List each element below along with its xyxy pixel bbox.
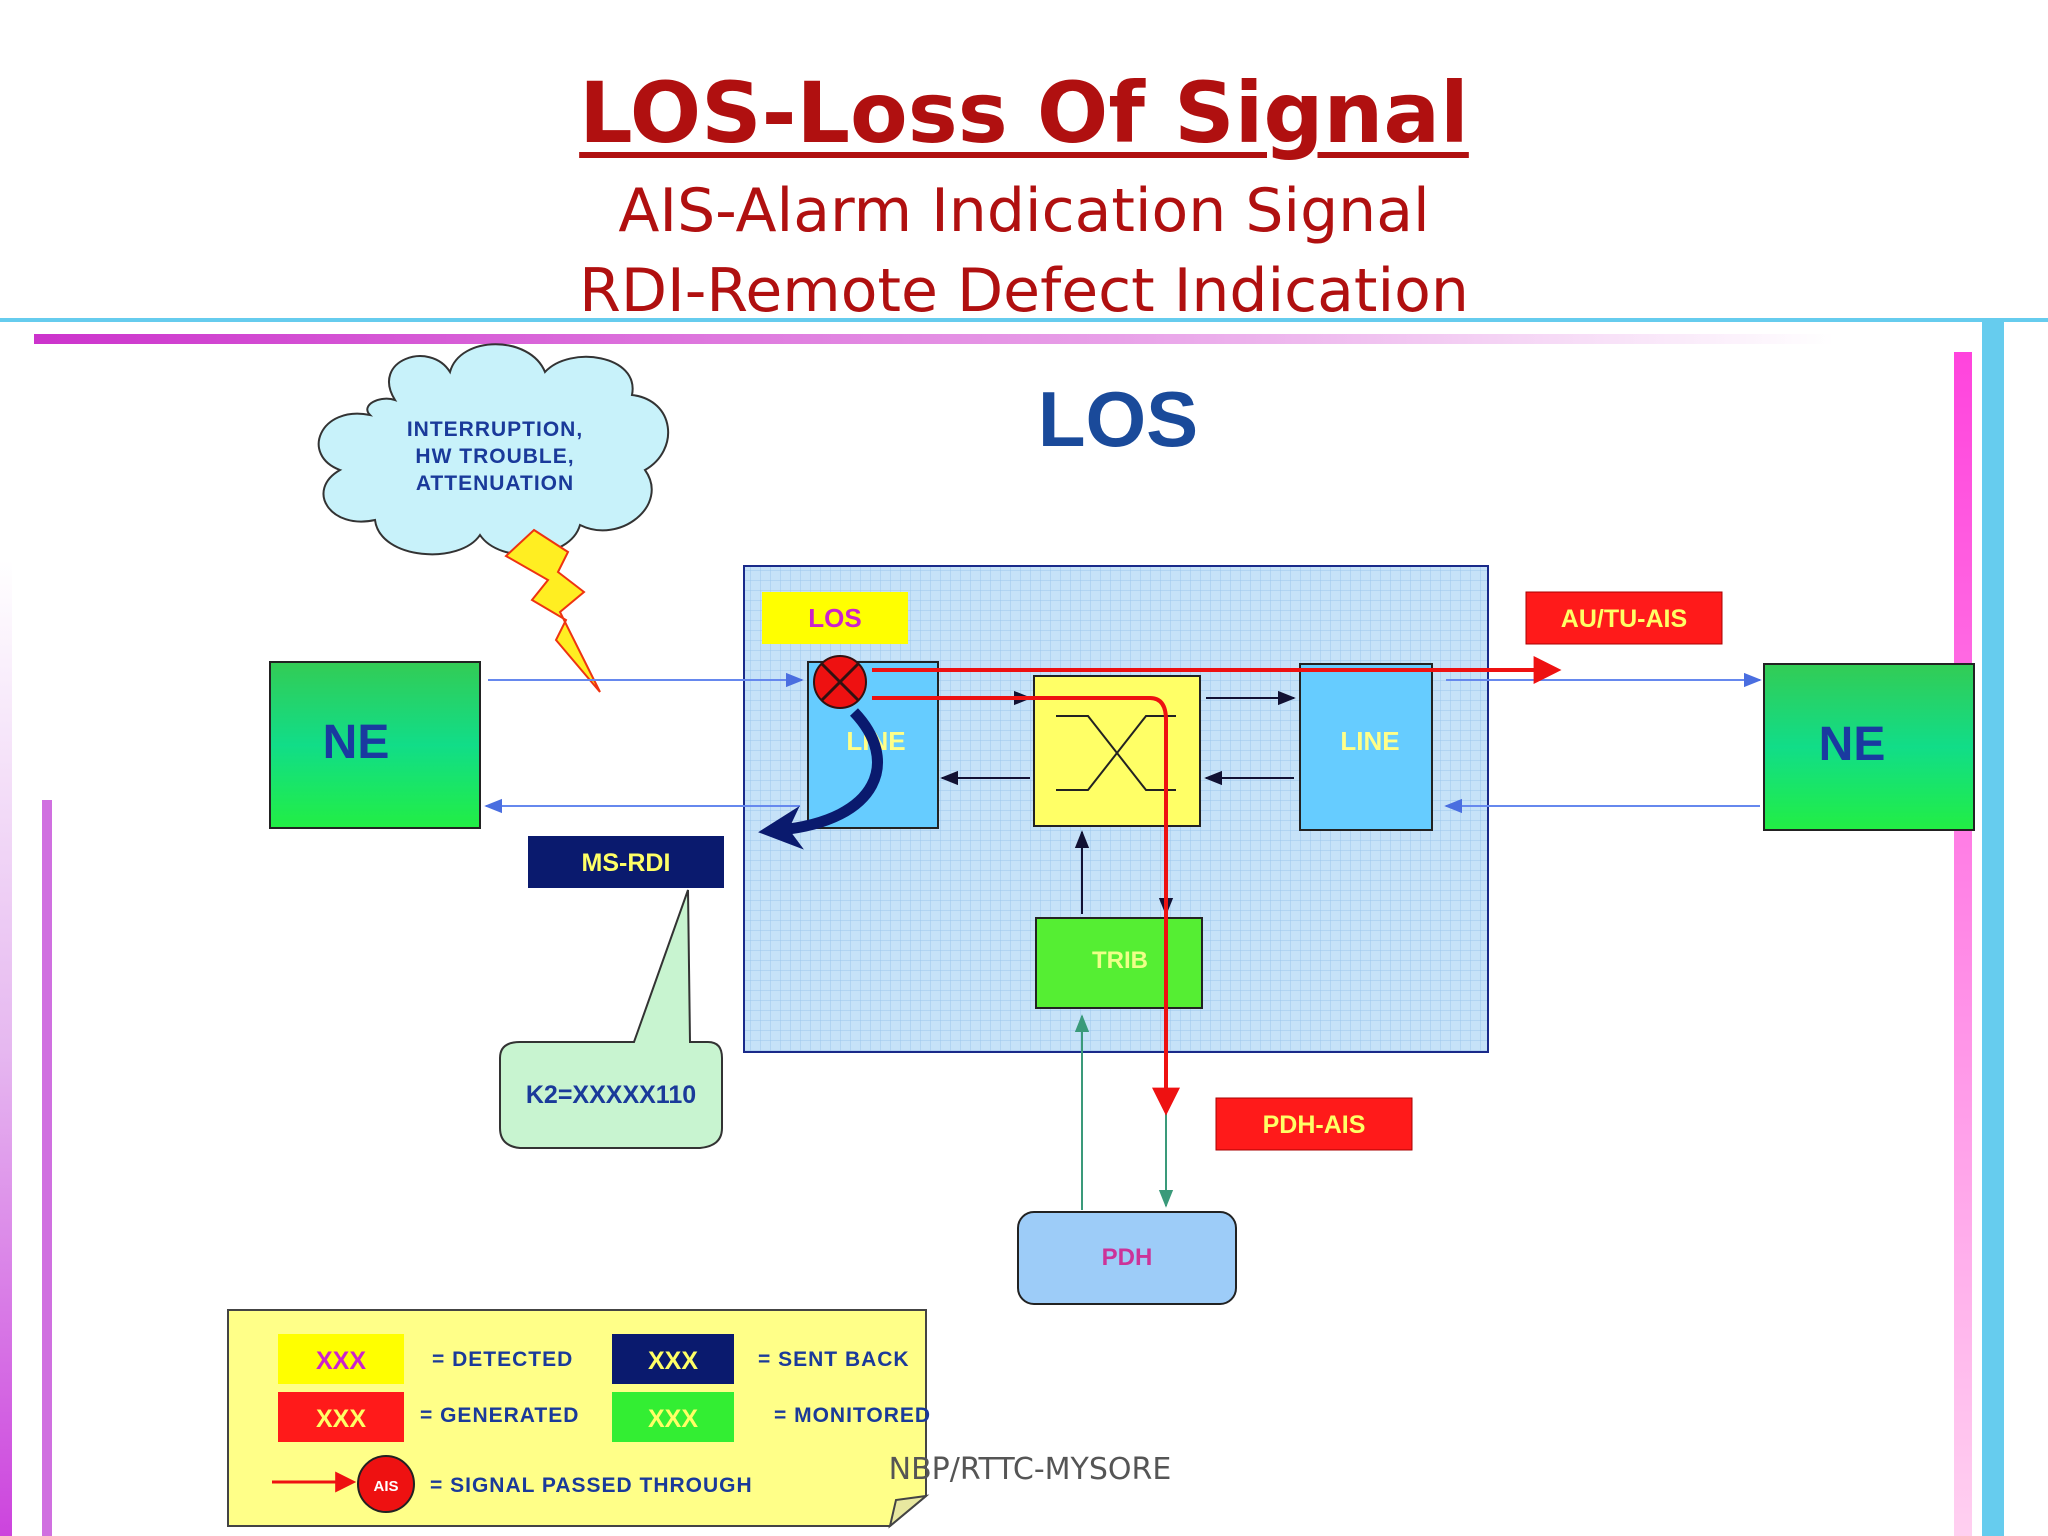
ne-left-box: [269, 661, 481, 829]
legend-monitored-label: = MONITORED: [774, 1404, 931, 1427]
slide-subtitle-ais: AIS-Alarm Indication Signal: [618, 176, 1430, 246]
tag-ms-rdi-label: MS-RDI: [582, 849, 671, 877]
pdh-ais-signal-path: [872, 696, 1180, 1116]
legend-ais-badge: [357, 1455, 415, 1513]
legend-swatch-monitored: [612, 1392, 734, 1442]
ne-right-box: [1763, 663, 1975, 831]
cloud-line-1: INTERRUPTION,: [407, 418, 583, 441]
tag-ms-rdi-bg: [528, 836, 724, 888]
top-magenta-bar: [34, 334, 1834, 344]
legend-swatch-sent-back-text: XXX: [648, 1347, 698, 1375]
k2-callout-text: K2=XXXXX110: [526, 1081, 696, 1109]
legend-swatch-detected: [278, 1334, 404, 1384]
tag-los-label: LOS: [808, 603, 861, 633]
tag-pdh-ais-label: PDH-AIS: [1263, 1111, 1366, 1139]
cloud-line-2: HW TROUBLE,: [415, 445, 574, 468]
cross-connect-path-b: [1056, 715, 1176, 791]
slide-title: LOS-Loss Of Signal: [579, 64, 1469, 162]
legend-swatch-detected-text: XXX: [316, 1347, 366, 1375]
slide-footer: NBP/RTTC-MYSORE: [888, 1452, 1172, 1487]
legend-swatch-monitored-text: XXX: [648, 1405, 698, 1433]
right-magenta-bar: [1954, 352, 1972, 1536]
los-detection-icon: [813, 655, 867, 709]
legend-swatch-generated-text: XXX: [316, 1405, 366, 1433]
legend-detected-label: = DETECTED: [432, 1348, 573, 1371]
tag-au-tu-ais-label: AU/TU-AIS: [1561, 605, 1687, 633]
pdh-label: PDH: [1102, 1244, 1153, 1271]
tag-pdh-ais-bg: [1215, 1097, 1413, 1151]
trib-box: [1035, 917, 1203, 1009]
legend-passed-through-label: = SIGNAL PASSED THROUGH: [430, 1474, 753, 1497]
legend-swatch-sent-back: [612, 1334, 734, 1384]
left-magenta-bar: [42, 800, 52, 1536]
trib-label: TRIB: [1092, 947, 1148, 974]
line-right-box: [1299, 663, 1433, 831]
pdh-box: [1017, 1211, 1237, 1305]
cross-connect-box: [1033, 675, 1201, 827]
ne-right-label: NE: [1819, 718, 1886, 771]
tag-los-bg: [762, 592, 908, 644]
cloud-line-3: ATTENUATION: [416, 472, 574, 495]
legend-ais-badge-text: AIS: [373, 1478, 398, 1495]
line-right-label: LINE: [1340, 726, 1399, 756]
ms-rdi-return-arrow: [758, 708, 883, 850]
legend-generated-label: = GENERATED: [420, 1404, 579, 1427]
top-cyan-rule: [0, 318, 2048, 322]
left-gradient-bar: [0, 560, 12, 1536]
legend-panel: XXX = DETECTED XXX = GENERATED XXX = SEN…: [227, 1309, 931, 1529]
k2-callout-bubble: [499, 889, 723, 1149]
cloud-callout: INTERRUPTION, HW TROUBLE, ATTENUATION: [317, 343, 670, 556]
tag-au-tu-ais-bg: [1525, 591, 1723, 645]
right-cyan-bar: [1982, 320, 2004, 1536]
lightning-icon: [504, 528, 601, 693]
legend-swatch-generated: [278, 1392, 404, 1442]
slide-subtitle-rdi: RDI-Remote Defect Indication: [579, 256, 1469, 326]
ne-left-label: NE: [323, 716, 390, 769]
legend-sent-back-label: = SENT BACK: [758, 1348, 910, 1371]
diagram-heading: LOS: [1038, 375, 1198, 463]
